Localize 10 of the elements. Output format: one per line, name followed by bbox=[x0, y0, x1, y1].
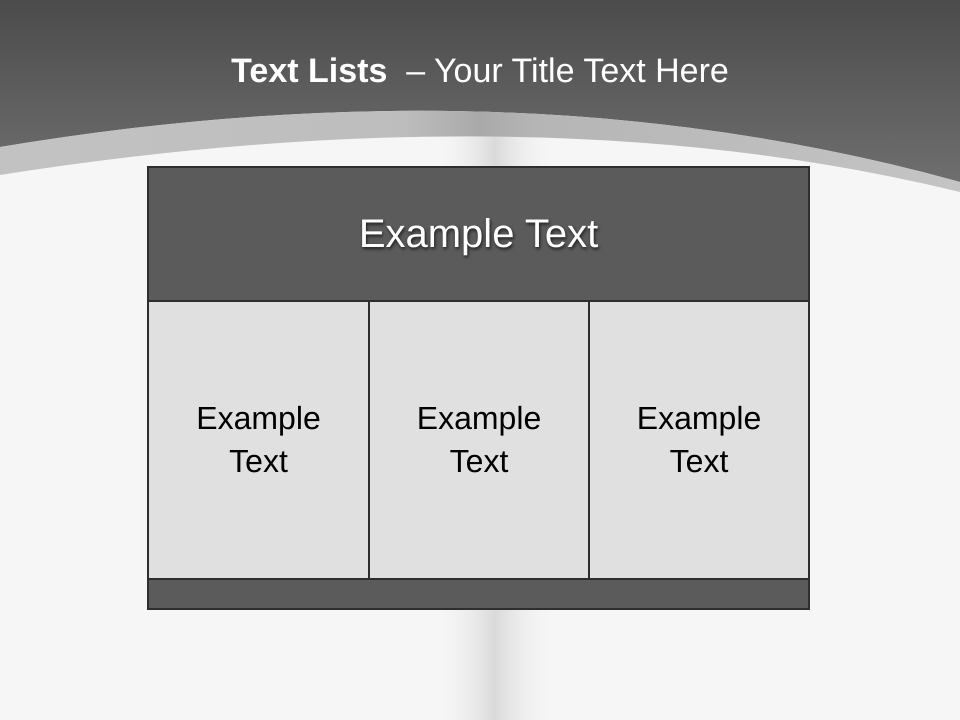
panel-text: Example Text bbox=[416, 398, 542, 481]
footer-bar bbox=[149, 580, 808, 608]
panel-text: Example Text bbox=[636, 398, 762, 481]
header-band bbox=[149, 168, 808, 302]
header-text: Example Text bbox=[358, 212, 598, 256]
content-panel bbox=[149, 302, 370, 580]
content-panel bbox=[590, 302, 808, 580]
panel-text: Example Text bbox=[195, 398, 322, 481]
slide-title: Text Lists – Your Title Text Here bbox=[230, 52, 730, 91]
content-panel bbox=[370, 302, 590, 580]
